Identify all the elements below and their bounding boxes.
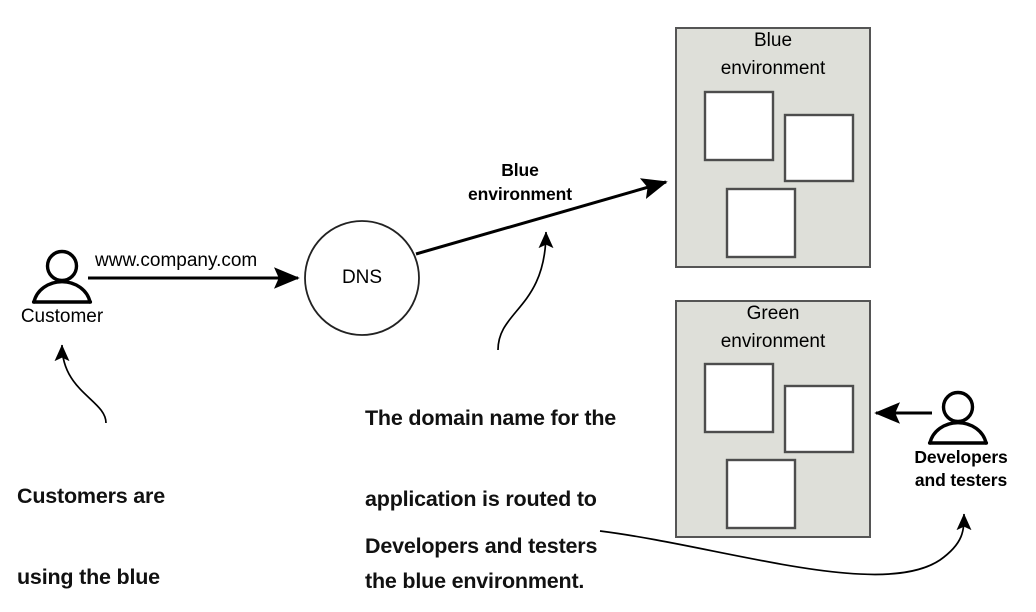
- annotation-domain-name: The domain name for the application is r…: [365, 350, 665, 612]
- annotation-customers-line2: using the blue: [17, 565, 160, 590]
- customer-person-icon: [31, 249, 93, 304]
- developers-label-line2: and testers: [914, 470, 1008, 490]
- leader-developers-annotation: [599, 513, 972, 576]
- blue-environment-label-line2: environment: [720, 58, 826, 79]
- green-inner-box-2: [783, 384, 855, 454]
- dns-circle: [304, 220, 420, 336]
- blue-environment-box: [675, 27, 871, 268]
- leader-domain-name-annotation: [497, 231, 554, 351]
- edge-label-blue-environment-line2: environment: [468, 184, 572, 204]
- customer-label: Customer: [20, 306, 104, 327]
- green-inner-box-1: [703, 362, 775, 434]
- blue-inner-box-2: [783, 113, 855, 183]
- blue-inner-box-1: [703, 90, 775, 162]
- green-environment-box: [675, 300, 871, 538]
- dns-label: DNS: [341, 267, 383, 288]
- edge-label-blue-environment-line1: Blue: [501, 160, 539, 180]
- edge-dns-to-blue: [415, 178, 668, 256]
- green-inner-box-3: [725, 458, 797, 530]
- green-environment-label-line2: environment: [720, 331, 826, 352]
- annotation-developers: Developers and testers are working with …: [365, 478, 665, 612]
- developers-label-line1: Developers: [914, 447, 1008, 467]
- green-environment-label-line1: Green: [746, 303, 800, 324]
- developers-person-icon: [927, 390, 989, 445]
- annotation-customers: Customers are using the blue environment…: [17, 428, 227, 612]
- edge-label-www-company-com: www.company.com: [95, 250, 258, 271]
- annotation-domain-name-line3: the blue environment.: [365, 569, 585, 594]
- annotation-developers-line1: Developers and testers: [365, 533, 598, 558]
- blue-environment-label-line1: Blue: [753, 30, 793, 51]
- annotation-customers-line1: Customers are: [17, 483, 165, 508]
- annotation-domain-name-line2: application is routed to: [365, 487, 597, 512]
- annotation-domain-name-line1: The domain name for the: [365, 405, 617, 430]
- blue-inner-box-3: [725, 187, 797, 259]
- leader-customers-annotation: [54, 344, 107, 424]
